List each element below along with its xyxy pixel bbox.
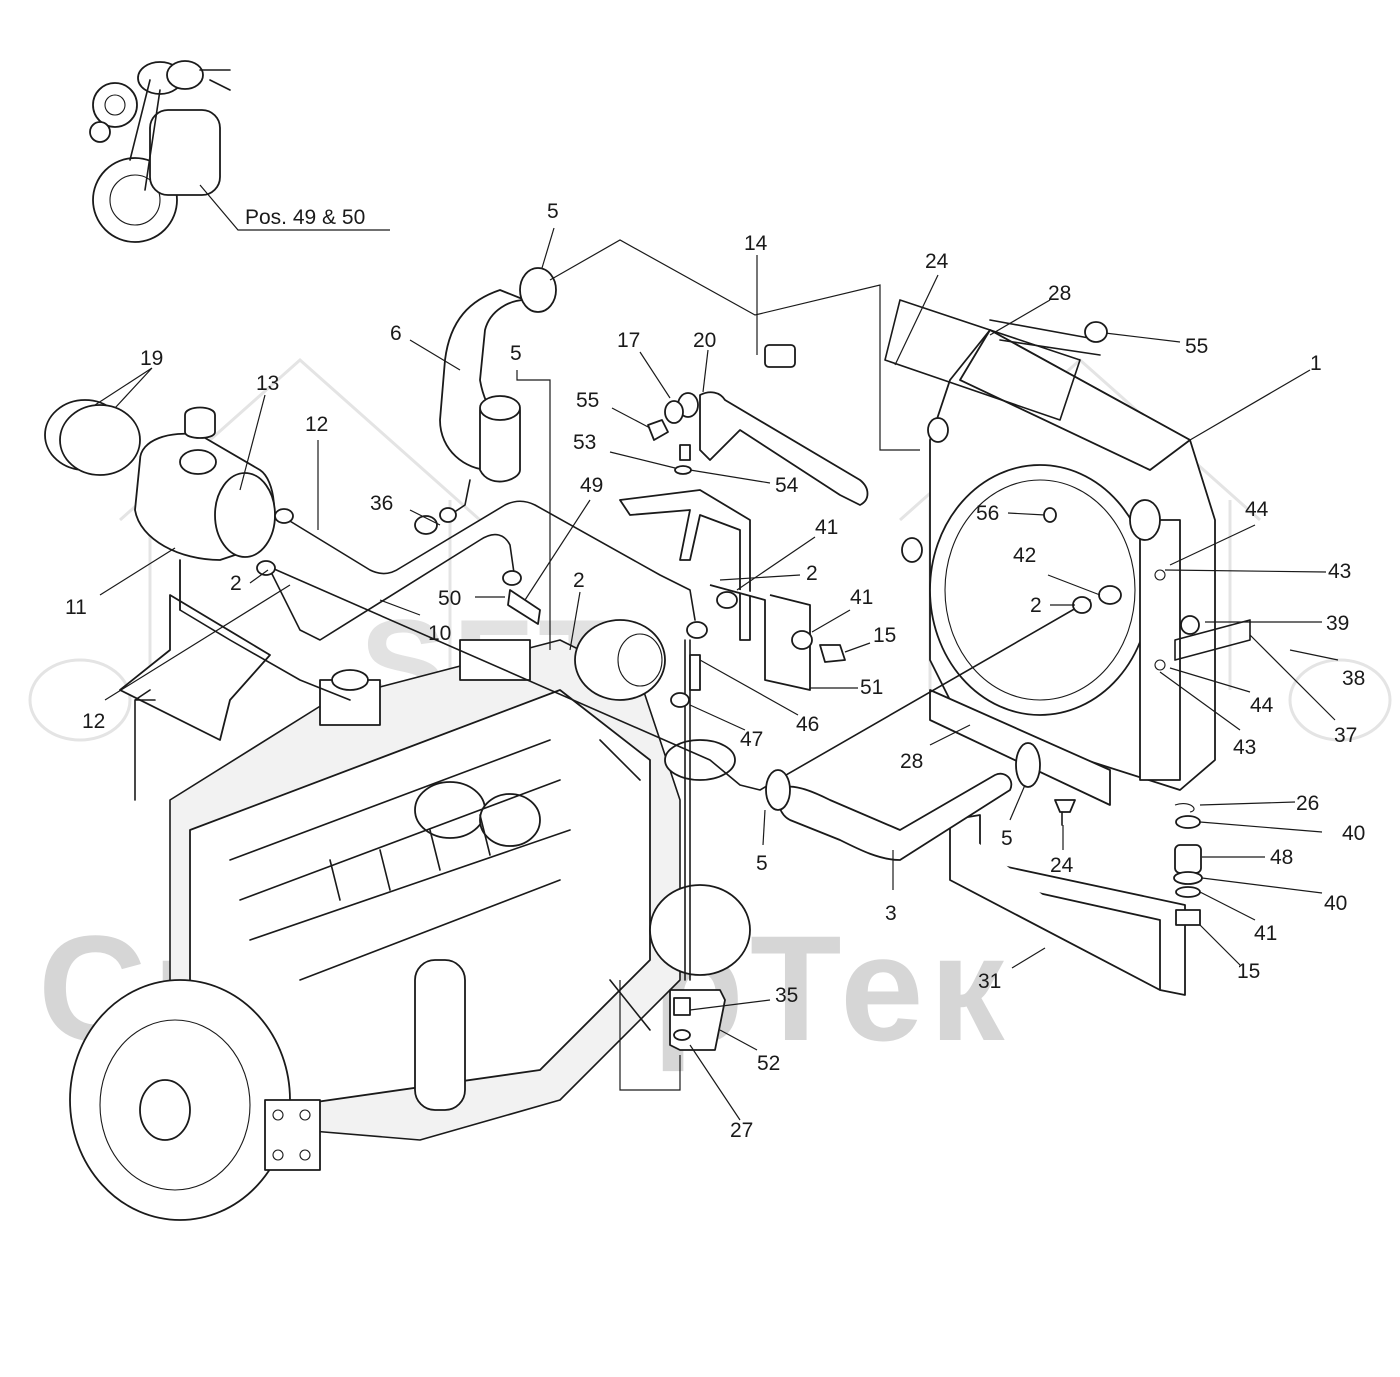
- callout-label: 3: [885, 902, 897, 925]
- callout-label: 27: [730, 1119, 753, 1142]
- callout-label: 41: [815, 516, 838, 539]
- callout-label: 12: [82, 710, 105, 733]
- callout-label: 54: [775, 474, 799, 497]
- callout-label: 5: [1001, 827, 1013, 850]
- callout-label: 43: [1233, 736, 1256, 759]
- callout-label: 13: [256, 372, 279, 395]
- side-bracket: [709, 584, 846, 691]
- callout-label: 28: [900, 750, 923, 773]
- callout-label: 40: [1324, 892, 1347, 915]
- callout-label: 26: [1296, 792, 1319, 815]
- callout-label: 51: [860, 676, 883, 699]
- callout-label: 19: [140, 347, 163, 370]
- callout-label: 28: [1048, 282, 1071, 305]
- upper-bracket: [619, 344, 869, 641]
- callout-label: 5: [547, 200, 559, 223]
- callout-label: 49: [580, 474, 603, 497]
- inset-belt-drive: [89, 60, 390, 243]
- callout-label: 1: [1310, 352, 1322, 375]
- callout-label: 15: [1237, 960, 1260, 983]
- callout-label: 40: [1342, 822, 1365, 845]
- engine-block: [69, 619, 751, 1221]
- callout-label: 24: [1050, 854, 1074, 877]
- callout-label: 56: [976, 502, 999, 525]
- callout-label: 10: [428, 622, 451, 645]
- callout-label: 38: [1342, 667, 1365, 690]
- callout-label: 55: [576, 389, 599, 412]
- callout-label: 44: [1245, 498, 1269, 521]
- callout-label: 2: [806, 562, 818, 585]
- callout-label: 11: [65, 596, 87, 619]
- callout-label: 43: [1328, 560, 1351, 583]
- lower-clip: [619, 980, 726, 1091]
- callout-label: 52: [757, 1052, 780, 1075]
- callout-label: 6: [390, 322, 402, 345]
- callout-label: 2: [573, 569, 585, 592]
- callout-label: 15: [873, 624, 896, 647]
- callout-label: 50: [438, 587, 461, 610]
- callout-label: 20: [693, 329, 716, 352]
- callout-label: 46: [796, 713, 819, 736]
- lower-hose: [765, 742, 1076, 861]
- callout-label: 17: [617, 329, 640, 352]
- callouts: 1 2 2 2 2 3 5 5 5 5 6 10 11 12 12 13 14: [65, 200, 1365, 1142]
- callout-label: 5: [510, 342, 522, 365]
- callout-label: 5: [756, 852, 768, 875]
- callout-label: 12: [305, 413, 328, 436]
- callout-label: 2: [230, 572, 242, 595]
- callout-label: 14: [744, 232, 768, 255]
- callout-label: 35: [775, 984, 798, 1007]
- callout-label: 24: [925, 250, 949, 273]
- pipes: [179, 500, 1122, 981]
- callout-label: 2: [1030, 594, 1042, 617]
- callout-label: 48: [1270, 846, 1293, 869]
- callout-label: 36: [370, 492, 393, 515]
- callout-label: 37: [1334, 724, 1357, 747]
- expansion-tank: [44, 399, 276, 801]
- mounting-stack: [1173, 803, 1203, 926]
- callout-label: 39: [1326, 612, 1349, 635]
- callout-label: 44: [1250, 694, 1274, 717]
- radiator: [884, 299, 1251, 806]
- callout-label: 47: [740, 728, 763, 751]
- callout-label: 55: [1185, 335, 1208, 358]
- support-bracket: [949, 814, 1186, 996]
- inset-note: Pos. 49 & 50: [245, 206, 365, 229]
- callout-label: 31: [978, 970, 1001, 993]
- callout-label: 42: [1013, 544, 1036, 567]
- callout-label: 53: [573, 431, 596, 454]
- callout-label: 41: [1254, 922, 1277, 945]
- callout-label: 41: [850, 586, 873, 609]
